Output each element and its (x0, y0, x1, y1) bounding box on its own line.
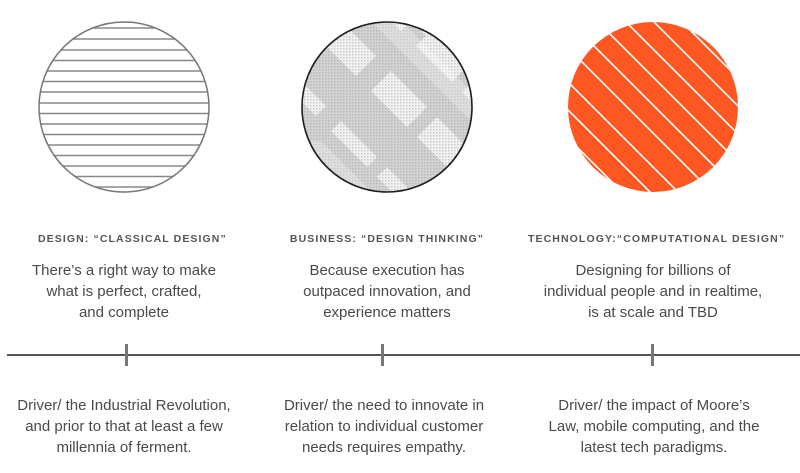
timeline-axis (7, 354, 800, 356)
description-line: individual people and in realtime, (543, 283, 763, 300)
description-classical-design: There’s a right way to make what is perf… (0, 260, 254, 323)
description-line: what is perfect, crafted, (46, 283, 202, 300)
driver-line: Law, mobile computing, and the (548, 418, 760, 435)
driver-line: millennia of ferment. (56, 439, 192, 456)
description-design-thinking: Because execution has outpaced innovatio… (257, 260, 517, 323)
description-line: is at scale and TBD (588, 304, 718, 321)
driver-line: and prior to that at least a few (25, 418, 223, 435)
driver-line: latest tech paradigms. (580, 439, 728, 456)
timeline-tick-classical (125, 344, 128, 366)
timeline-tick-computational (651, 344, 654, 366)
heading-classical-design: DESIGN: “CLASSICAL DESIGN” (38, 233, 227, 245)
driver-line: Driver/ the Industrial Revolution, (17, 397, 231, 414)
classical-design-circle (38, 21, 210, 193)
design-thinking-circle (301, 21, 473, 193)
description-line: outpaced innovation, and (303, 283, 471, 300)
driver-classical-design: Driver/ the Industrial Revolution, and p… (0, 395, 254, 458)
description-line: experience matters (323, 304, 451, 321)
timeline-tick-design-thinking (381, 344, 384, 366)
driver-line: Driver/ the need to innovate in (283, 397, 485, 414)
description-line: Because execution has (309, 262, 465, 279)
description-line: There’s a right way to make (32, 262, 216, 279)
plaid-pattern-circle-icon (301, 21, 473, 193)
driver-line: relation to individual customer (284, 418, 484, 435)
driver-design-thinking: Driver/ the need to innovate in relation… (254, 395, 514, 458)
description-line: Designing for billions of (575, 262, 731, 279)
driver-computational-design: Driver/ the impact of Moore’s Law, mobil… (524, 395, 784, 458)
horizontal-lines-circle-icon (38, 21, 210, 193)
driver-line: needs requires empathy. (302, 439, 466, 456)
computational-design-circle (567, 21, 739, 193)
diagonal-stripes-circle-icon (568, 22, 738, 192)
heading-design-thinking: BUSINESS: “DESIGN THINKING” (289, 233, 485, 245)
description-line: and complete (78, 304, 170, 321)
description-computational-design: Designing for billions of individual peo… (523, 260, 783, 323)
heading-computational-design: TECHNOLOGY:“COMPUTATIONAL DESIGN” (528, 233, 786, 245)
driver-line: Driver/ the impact of Moore’s (558, 397, 750, 414)
